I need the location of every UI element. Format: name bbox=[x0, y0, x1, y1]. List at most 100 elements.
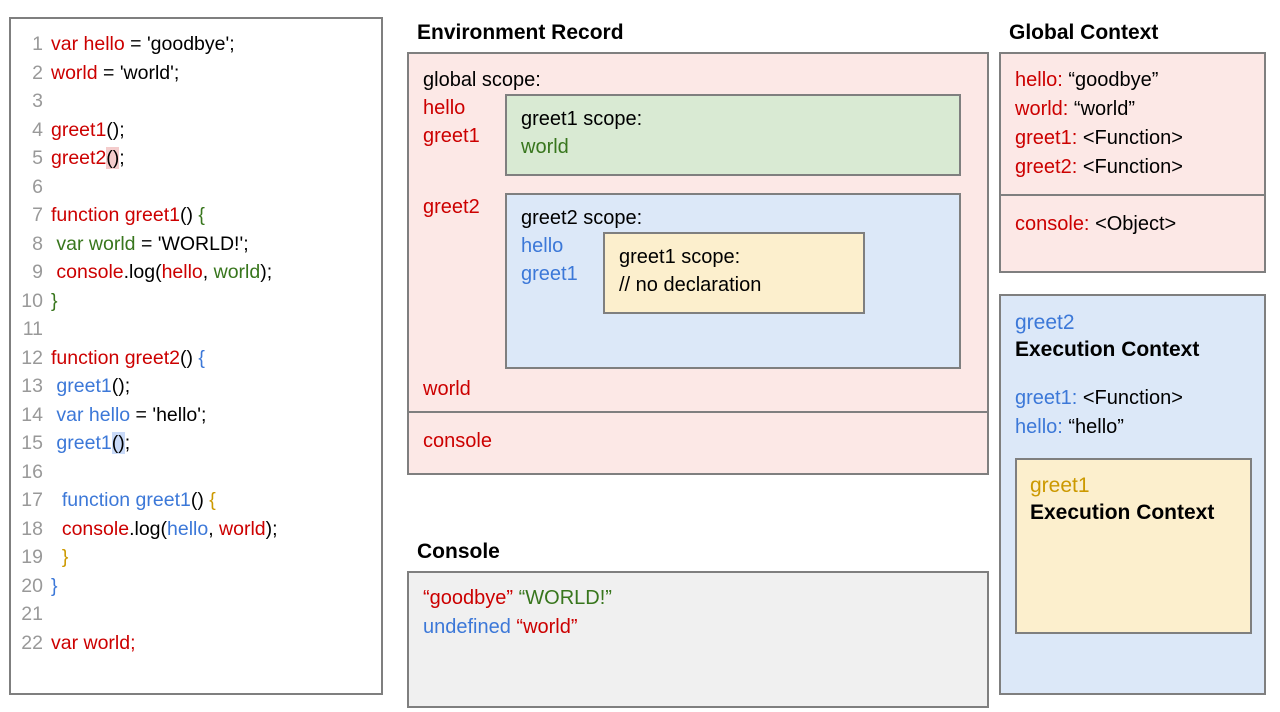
gc-entry-greet2: greet2: <Function> bbox=[1015, 153, 1264, 182]
binding-world: world bbox=[423, 378, 471, 400]
spacer bbox=[423, 176, 987, 193]
code-line[interactable]: 3 bbox=[11, 87, 381, 116]
code-line-text: } bbox=[51, 572, 381, 601]
greet1-scope-row: hello greet1 greet1 scope: world bbox=[423, 94, 987, 176]
code-token: (); bbox=[111, 375, 131, 397]
code-line-text bbox=[51, 458, 381, 487]
global-scope-area: global scope: hello greet1 greet1 scope:… bbox=[409, 54, 987, 411]
greet2-ctx-val-hello: “hello” bbox=[1068, 416, 1124, 438]
line-number: 10 bbox=[21, 289, 43, 312]
code-line[interactable]: 10} bbox=[11, 287, 381, 316]
code-token: { bbox=[198, 204, 205, 226]
code-line-text: console.log(hello, world); bbox=[51, 258, 381, 287]
line-number: 14 bbox=[21, 403, 43, 426]
console-token: “WORLD!” bbox=[518, 587, 612, 609]
binding-greet2-label: greet2 bbox=[423, 196, 480, 218]
greet2-binding-hello: hello bbox=[521, 235, 564, 257]
gc-key-console: console: bbox=[1015, 213, 1096, 235]
line-number: 17 bbox=[21, 489, 43, 511]
code-line[interactable]: 5 greet2(); bbox=[11, 144, 381, 173]
console-output-box[interactable]: “goodbye” “WORLD!”undefined “world” bbox=[407, 571, 989, 708]
code-line-text: var hello = 'goodbye'; bbox=[51, 30, 381, 59]
gc-entry-console: console: <Object> bbox=[1015, 210, 1264, 239]
code-line-text bbox=[51, 173, 381, 202]
code-token: () bbox=[111, 432, 125, 454]
code-token: () bbox=[180, 346, 199, 369]
code-line[interactable]: 7 function greet1() { bbox=[11, 201, 381, 230]
code-token: = 'WORLD!'; bbox=[135, 232, 249, 255]
line-number: 7 bbox=[32, 204, 43, 226]
code-token: = 'hello'; bbox=[130, 403, 207, 426]
code-line-text bbox=[51, 315, 381, 344]
line-number: 21 bbox=[21, 603, 43, 625]
code-line[interactable]: 20} bbox=[11, 572, 381, 601]
greet2-bindings: hello greet1 bbox=[521, 232, 603, 288]
code-line-text: function greet1() { bbox=[51, 486, 381, 515]
line-number: 8 bbox=[32, 232, 43, 255]
code-line-text: console.log(hello, world); bbox=[51, 515, 381, 544]
gc-entry-hello: hello: “goodbye” bbox=[1015, 66, 1264, 95]
greet2-context-heading: Execution Context bbox=[1015, 338, 1200, 361]
line-number: 5 bbox=[32, 147, 43, 169]
code-token: , bbox=[202, 261, 214, 283]
line-number: 20 bbox=[21, 574, 43, 597]
code-line[interactable]: 6 bbox=[11, 173, 381, 202]
code-line[interactable]: 9 console.log(hello, world); bbox=[11, 258, 381, 287]
code-line-text: greet1(); bbox=[51, 429, 381, 458]
gc-val-hello: “goodbye” bbox=[1068, 69, 1159, 91]
code-line[interactable]: 16 bbox=[11, 458, 381, 487]
line-number: 15 bbox=[21, 432, 43, 454]
code-line[interactable]: 14 var hello = 'hello'; bbox=[11, 401, 381, 430]
code-line[interactable]: 11 bbox=[11, 315, 381, 344]
code-token: = 'world'; bbox=[97, 61, 180, 84]
code-line[interactable]: 4 greet1(); bbox=[11, 116, 381, 145]
code-line[interactable]: 8 var world = 'WORLD!'; bbox=[11, 230, 381, 259]
code-line-text: greet1(); bbox=[51, 116, 381, 145]
code-line[interactable]: 19 } bbox=[11, 543, 381, 572]
code-line[interactable]: 18 console.log(hello, world); bbox=[11, 515, 381, 544]
code-line-text: function greet1() { bbox=[51, 201, 381, 230]
code-token: , bbox=[208, 517, 220, 540]
global-context-objects-group: console: <Object> bbox=[1001, 194, 1264, 271]
gc-key-greet2: greet2: bbox=[1015, 156, 1083, 178]
greet2-scope-label: greet2 scope: bbox=[521, 207, 643, 229]
code-line[interactable]: 13 greet1(); bbox=[11, 372, 381, 401]
line-number: 9 bbox=[32, 261, 43, 283]
greet1-binding-world: world bbox=[521, 136, 569, 158]
greet1-inner-scope-comment: // no declaration bbox=[619, 274, 762, 296]
greet2-context-name: greet2 bbox=[1015, 311, 1075, 334]
code-line-text: } bbox=[51, 543, 381, 572]
code-line[interactable]: 21 bbox=[11, 600, 381, 629]
code-token: { bbox=[198, 346, 205, 369]
greet1-inner-scope-label: greet1 scope: bbox=[619, 246, 741, 268]
code-line-text: var world = 'WORLD!'; bbox=[51, 230, 381, 259]
line-number: 1 bbox=[32, 33, 43, 55]
code-token: function greet1 bbox=[51, 204, 181, 226]
line-number: 4 bbox=[32, 118, 43, 141]
greet2-ctx-val-greet1: <Function> bbox=[1082, 387, 1183, 409]
code-line[interactable]: 15 greet1(); bbox=[11, 429, 381, 458]
code-token: greet2 bbox=[51, 147, 107, 169]
code-token: function greet1 bbox=[51, 489, 191, 511]
code-token: } bbox=[51, 574, 58, 597]
code-line[interactable]: 1 var hello = 'goodbye'; bbox=[11, 30, 381, 59]
code-token: (); bbox=[106, 118, 125, 141]
code-line-text: var world; bbox=[51, 629, 381, 658]
code-token: () bbox=[190, 489, 210, 511]
line-number: 12 bbox=[21, 346, 43, 369]
binding-greet1: greet1 bbox=[423, 125, 480, 147]
code-token: = 'goodbye'; bbox=[124, 33, 235, 55]
code-token: greet1 bbox=[51, 118, 107, 141]
code-line[interactable]: 17 function greet1() { bbox=[11, 486, 381, 515]
environment-record-title: Environment Record bbox=[417, 21, 624, 44]
code-token: .log( bbox=[123, 261, 162, 283]
code-line-text: greet2(); bbox=[51, 144, 381, 173]
line-number: 2 bbox=[32, 61, 43, 84]
code-token: console bbox=[51, 517, 130, 540]
line-number: 13 bbox=[21, 375, 43, 397]
greet1-scope-label: greet1 scope: bbox=[521, 108, 643, 130]
